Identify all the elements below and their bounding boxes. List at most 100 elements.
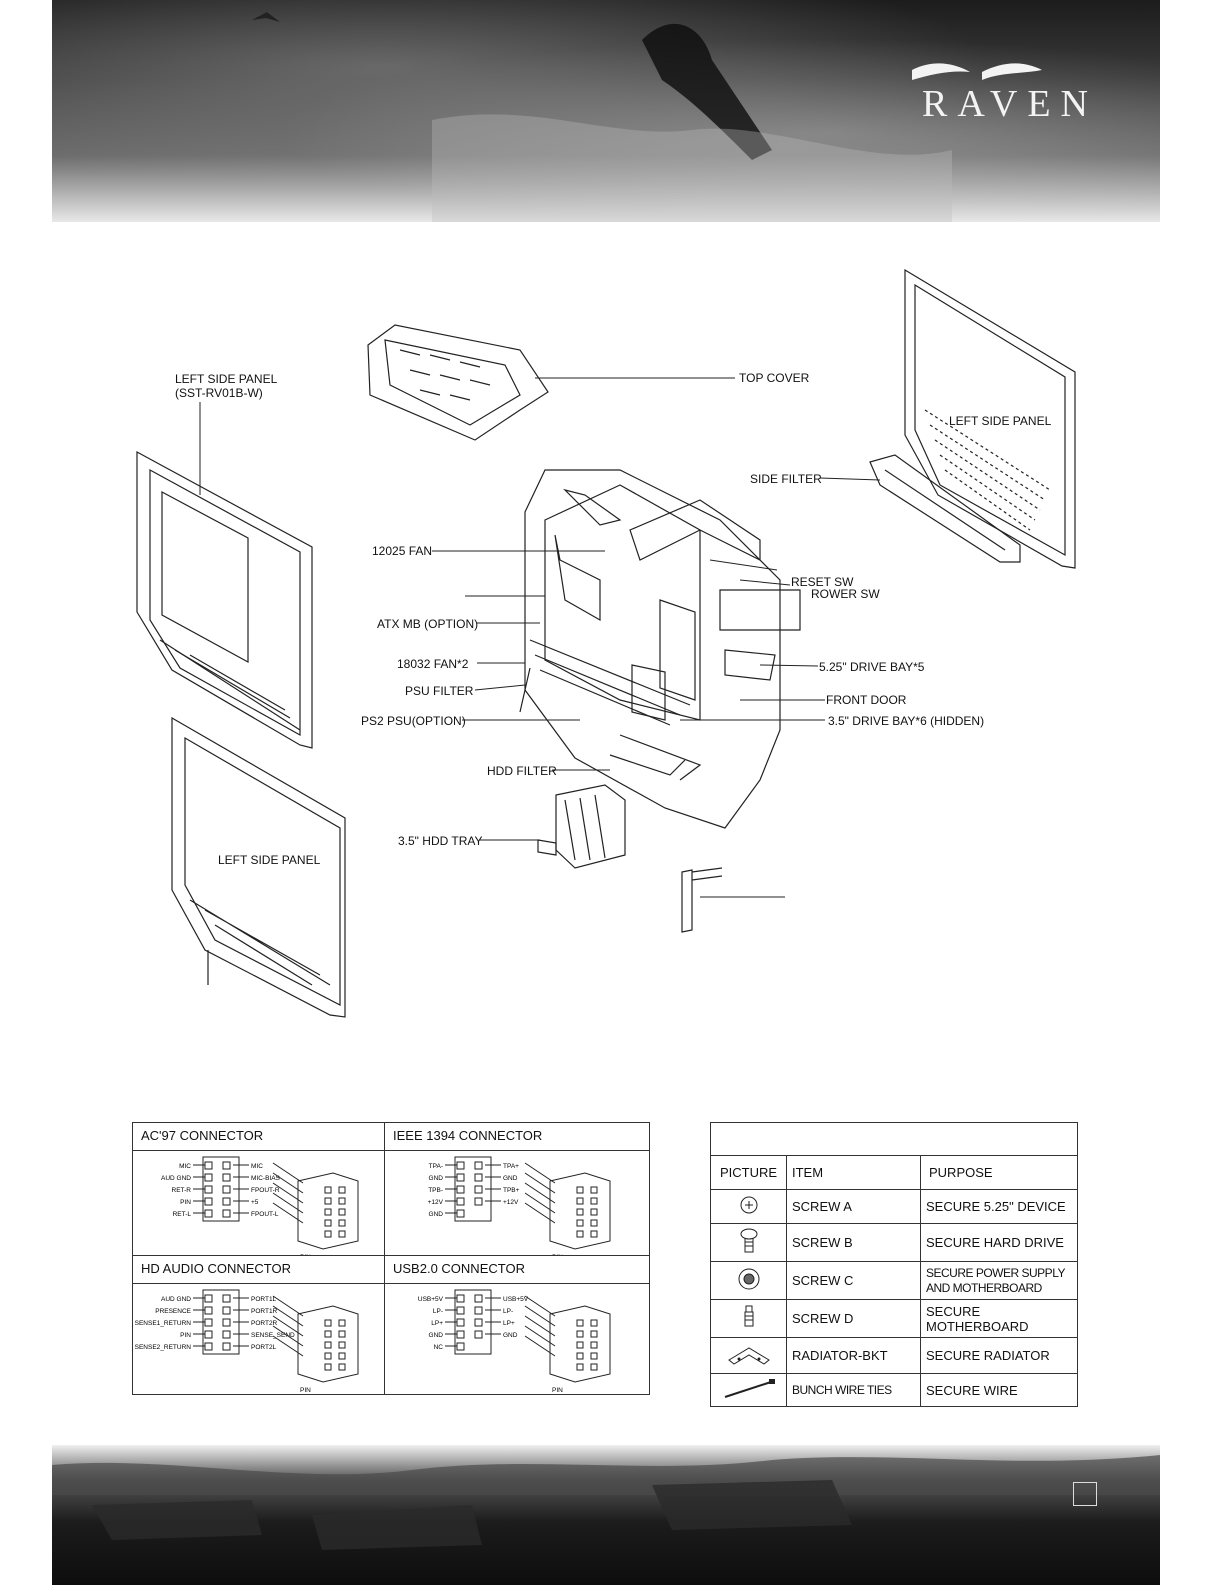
screw-a-icon [740, 1196, 757, 1214]
pin-label-right: FPOUT-R [251, 1187, 280, 1194]
screw-c-icon [738, 1268, 759, 1290]
ac97-title: AC'97 CONNECTOR [132, 1122, 385, 1151]
pin-label-right: PORT2L [251, 1344, 277, 1351]
pin [222, 1318, 231, 1327]
pin-label-right: USB+5V [503, 1296, 529, 1303]
pin [474, 1306, 483, 1315]
pin [204, 1173, 213, 1182]
usb20-title: USB2.0 CONNECTOR [384, 1255, 650, 1284]
pin [222, 1294, 231, 1303]
expansion-bracket-drawing [681, 867, 723, 933]
pin [474, 1173, 483, 1182]
screw-a-purpose: SECURE 5.25" DEVICE [920, 1189, 1078, 1224]
ieee1394-title: IEEE 1394 CONNECTOR [384, 1122, 650, 1151]
pin-label-left: SENSE2_RETURN [135, 1344, 192, 1351]
hdd-tray-drawing [537, 784, 626, 869]
hd-audio-title: HD AUDIO CONNECTOR [132, 1255, 385, 1284]
pin [204, 1185, 213, 1194]
pin-label-right: MIC-BIAS [251, 1175, 281, 1182]
pin-label-left: MIC [179, 1163, 191, 1170]
label-left-side-panel-bottom: LEFT SIDE PANEL [218, 853, 321, 867]
pin [222, 1330, 231, 1339]
rock-texture [52, 1455, 1160, 1550]
wire-tie-item: BUNCH WIRE TIES [786, 1373, 921, 1407]
left-side-panel-window [136, 450, 313, 749]
radiator-bracket-item: RADIATOR-BKT [786, 1337, 921, 1374]
pin-1-label: PIN [552, 1254, 563, 1255]
pin-label-right: FPOUT-L [251, 1211, 279, 1218]
pin-label-left: TPA- [429, 1163, 443, 1170]
pin [456, 1161, 465, 1170]
pin-label-right: +5 [251, 1199, 259, 1206]
pin [474, 1161, 483, 1170]
pin [222, 1161, 231, 1170]
screw-d-purpose: SECURE MOTHERBOARD [920, 1299, 1078, 1338]
pin [204, 1161, 213, 1170]
header-picture: PICTURE [710, 1155, 787, 1190]
screw-a-item: SCREW A [786, 1189, 921, 1224]
left-side-panel-bottom [171, 716, 346, 1018]
pin [222, 1342, 231, 1351]
pin [456, 1197, 465, 1206]
pin [474, 1318, 483, 1327]
pin-1-label: PIN [552, 1387, 563, 1394]
label-hdd-filter: HDD FILTER [487, 764, 557, 778]
page-number-box [1073, 1482, 1097, 1506]
pin-label-left: TPB- [428, 1187, 443, 1194]
label-power-switch: ROWER SW [811, 587, 880, 601]
pin-label-left: AUD GND [161, 1296, 191, 1303]
leader-lines [199, 377, 881, 898]
header-item: ITEM [786, 1155, 921, 1190]
case-chassis [519, 469, 801, 829]
label-left-side-panel-right: LEFT SIDE PANEL [949, 414, 1052, 428]
pin-label-left: GND [429, 1211, 444, 1218]
pin-label-left: LP+ [431, 1320, 443, 1327]
top-cover [367, 324, 549, 441]
label-left-side-panel-model: (SST-RV01B-W) [175, 386, 263, 400]
pin-label-left: PIN [180, 1199, 191, 1206]
radiator-bracket-purpose: SECURE RADIATOR [920, 1337, 1078, 1374]
pin-label-left: AUD GND [161, 1175, 191, 1182]
pin-label-left: SENSE1_RETURN [135, 1320, 192, 1327]
accessory-table: PICTURE ITEM PURPOSE SCREW A SECURE 5.25… [710, 1122, 1078, 1407]
pin [456, 1306, 465, 1315]
pin-label-left: USB+5V [418, 1296, 444, 1303]
pin [474, 1294, 483, 1303]
accessory-table-title [710, 1122, 1078, 1156]
pin [474, 1185, 483, 1194]
pin-label-right: TPA+ [503, 1163, 519, 1170]
pin-label-right: GND [503, 1332, 518, 1339]
screw-c-item: SCREW C [786, 1261, 921, 1300]
side-filter [869, 454, 1021, 563]
header-banner: RAVEN [52, 0, 1160, 222]
label-drive-bay-525: 5.25" DRIVE BAY*5 [819, 660, 925, 674]
pin [204, 1318, 213, 1327]
pin [222, 1306, 231, 1315]
label-front-door: FRONT DOOR [826, 693, 907, 707]
left-side-panel-right [904, 268, 1076, 569]
pin [456, 1342, 465, 1351]
footer-banner [52, 1445, 1160, 1585]
exploded-case-diagram [136, 268, 1076, 1018]
screw-b-item: SCREW B [786, 1223, 921, 1262]
pin-label-right: LP+ [503, 1320, 515, 1327]
pin-label-left: PRESENCE [155, 1308, 191, 1315]
pin-label-left: GND [429, 1332, 444, 1339]
pin-label-left: PIN [180, 1332, 191, 1339]
label-ps2-psu: PS2 PSU(OPTION) [361, 714, 466, 728]
pin-1-label: PIN [300, 1387, 311, 1394]
pin-label-right: PORT1L [251, 1296, 277, 1303]
pin [456, 1173, 465, 1182]
label-hdd-tray: 3.5" HDD TRAY [398, 834, 483, 848]
pin [222, 1197, 231, 1206]
pin [204, 1209, 213, 1218]
pin [456, 1318, 465, 1327]
screw-c-purpose: SECURE POWER SUPPLY [926, 1265, 1065, 1280]
pin [204, 1330, 213, 1339]
pin-label-left: +12V [428, 1199, 444, 1206]
